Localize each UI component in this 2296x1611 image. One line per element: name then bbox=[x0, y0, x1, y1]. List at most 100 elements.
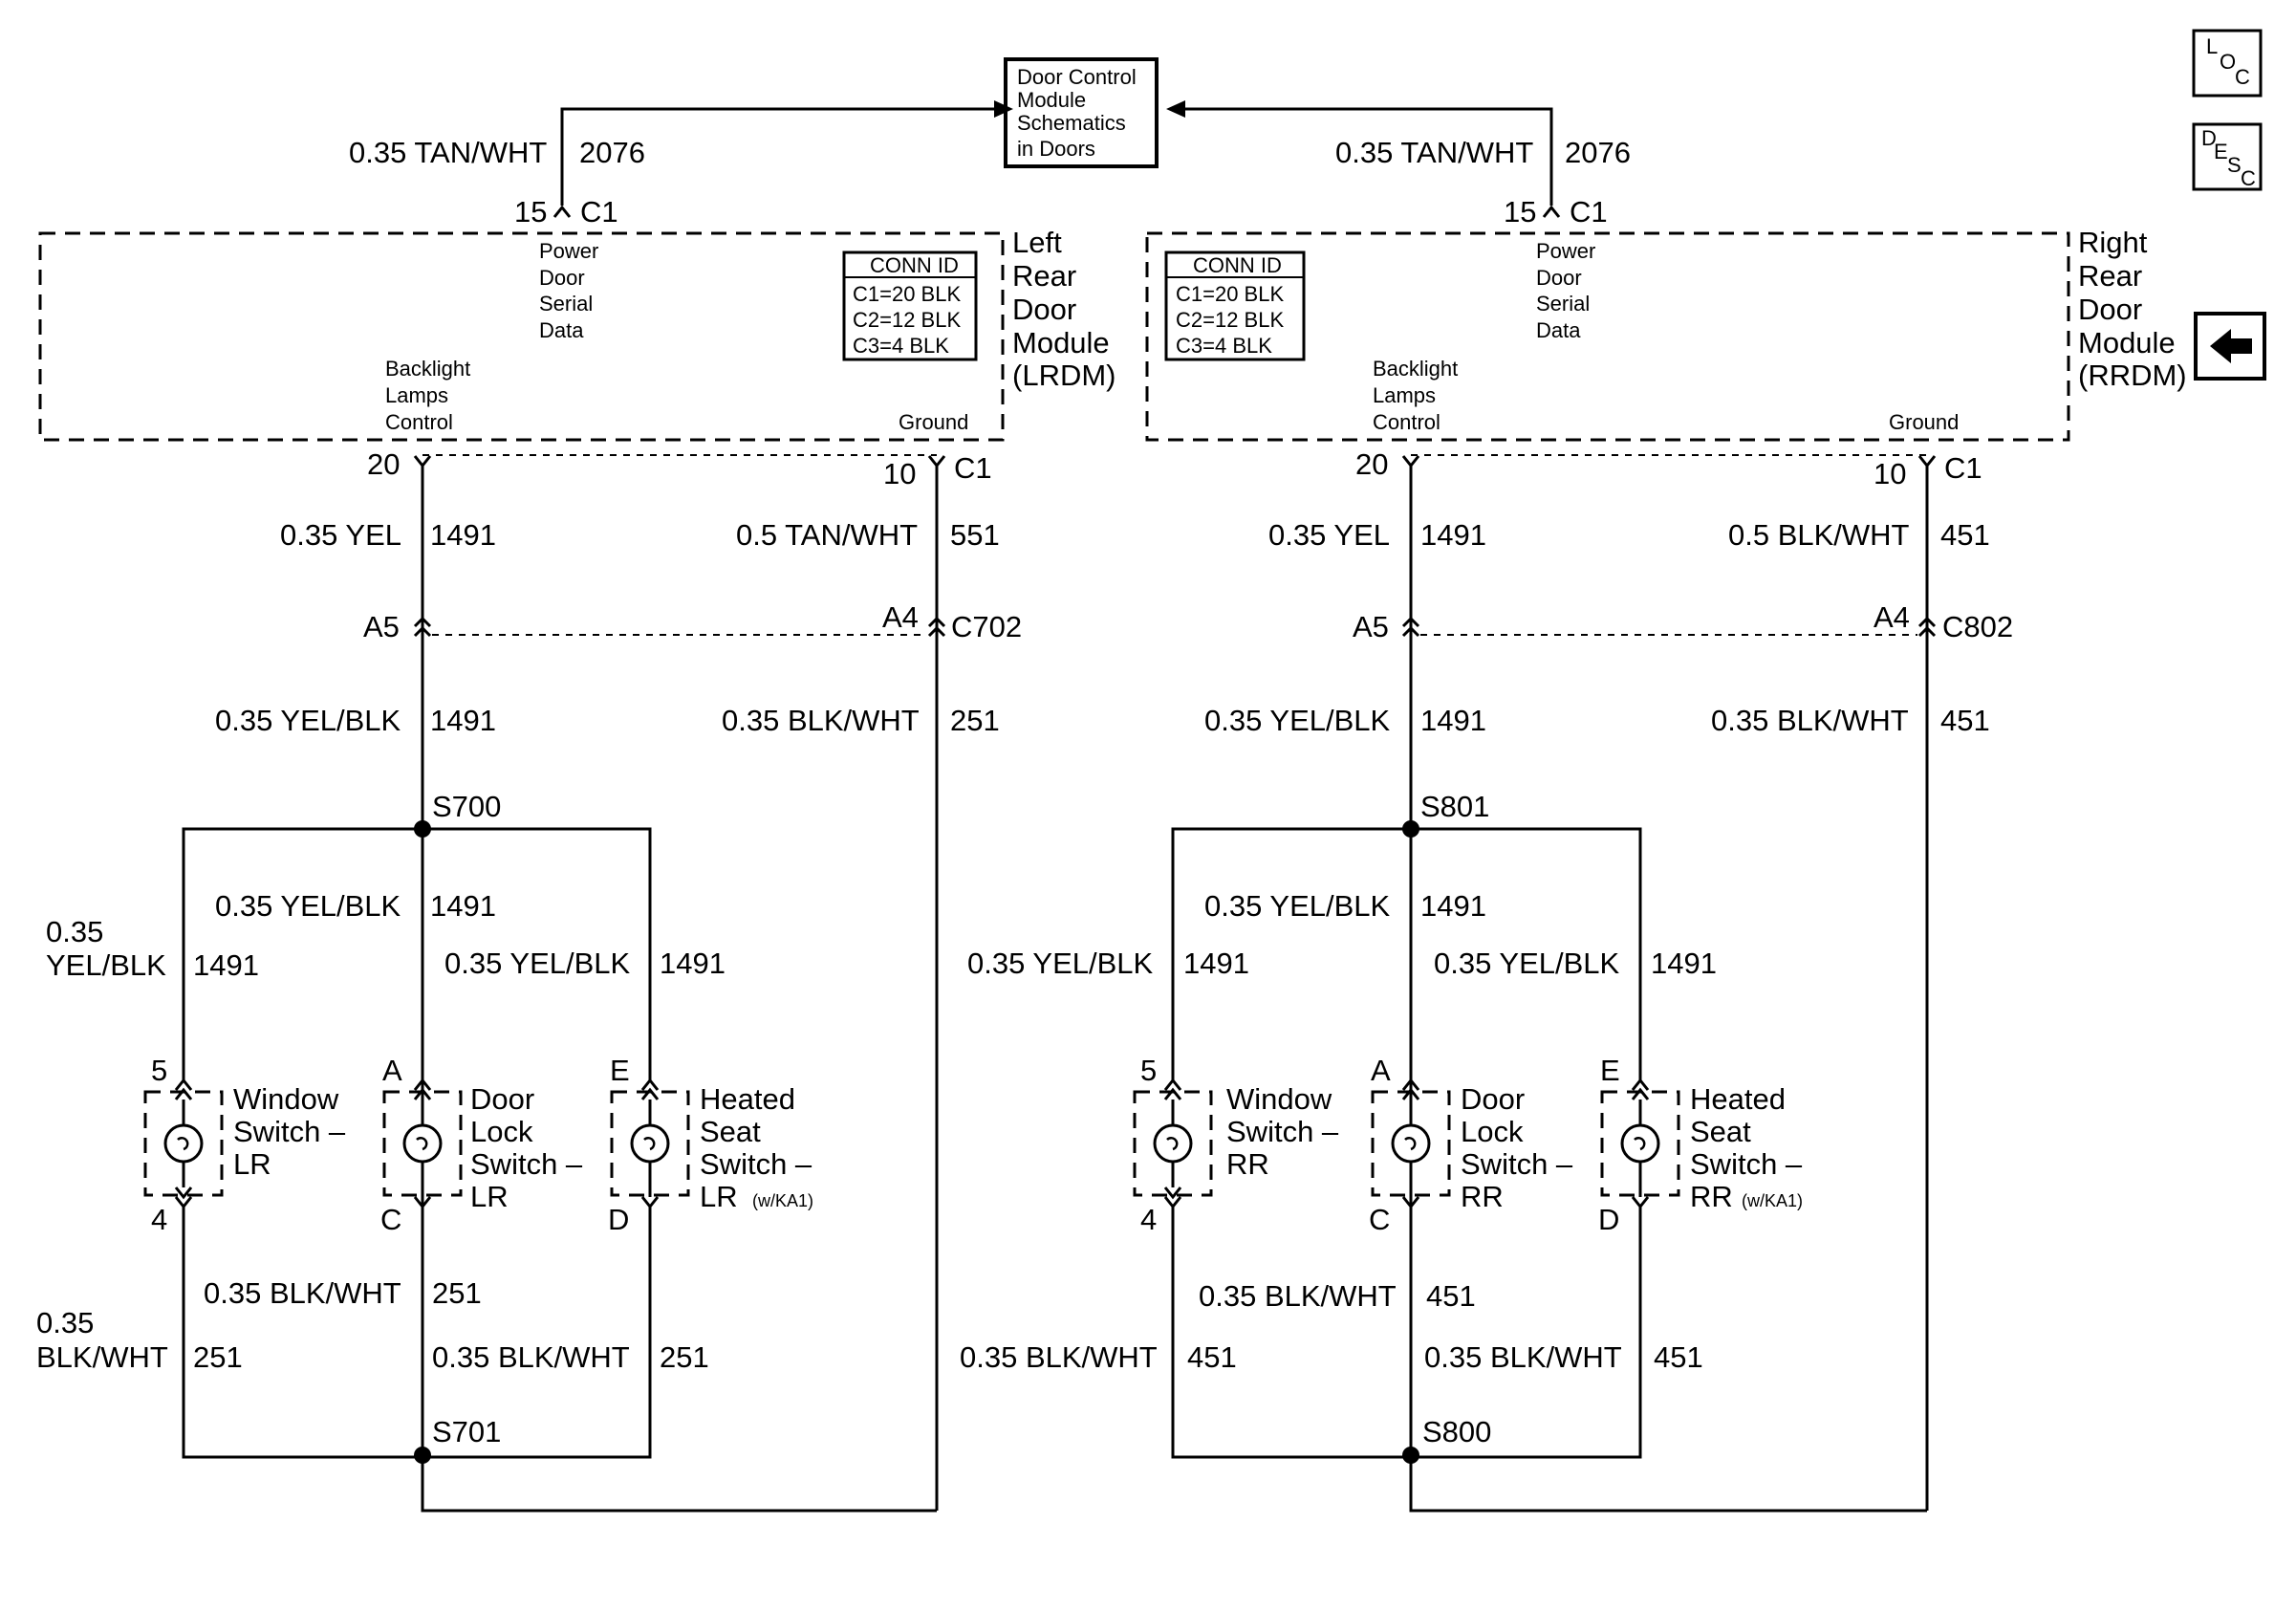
right-sw1-name-1: Window bbox=[1226, 1082, 1332, 1116]
right-sw1-pin-bottom: 4 bbox=[1140, 1203, 1157, 1236]
left-pin10-icon bbox=[927, 455, 946, 468]
right-wire-ground: 0.5 BLK/WHT bbox=[1728, 518, 1910, 552]
arrow-right-icon bbox=[994, 100, 1013, 118]
right-conn-id-row-2: C2=12 BLK bbox=[1176, 308, 1284, 332]
right-sw3-note: (w/KA1) bbox=[1742, 1191, 1803, 1210]
lamp-icon bbox=[630, 1123, 670, 1164]
left-sw2-name-3: Switch – bbox=[470, 1147, 583, 1181]
left-c1: C1 bbox=[954, 451, 992, 485]
right-circ-1491-b: 1491 bbox=[1420, 704, 1486, 737]
left-blc-3: Control bbox=[385, 410, 453, 434]
right-wire-yelblk-d: 0.35 YEL/BLK bbox=[1434, 947, 1620, 980]
dcm-line-1: Door Control bbox=[1017, 65, 1137, 89]
left-side-circuit: 0.35 TAN/WHT 2076 15 C1 Power Door Seria… bbox=[36, 100, 1116, 1513]
right-conn-id-row-1: C1=20 BLK bbox=[1176, 282, 1284, 306]
left-conn-id-table: CONN ID C1=20 BLK C2=12 BLK C3=4 BLK bbox=[842, 250, 978, 361]
right-sw1-name-2: Switch – bbox=[1226, 1115, 1339, 1148]
right-conn-id-title: CONN ID bbox=[1193, 253, 1282, 277]
right-top-conn: C1 bbox=[1570, 195, 1608, 229]
right-pin20-icon bbox=[1401, 455, 1420, 468]
right-top-pin-icon bbox=[1542, 205, 1561, 218]
desc-nav-icon[interactable]: D E S C bbox=[2192, 122, 2263, 191]
right-wire-yelblk-c: 0.35 YEL/BLK bbox=[967, 947, 1154, 980]
left-sw2-name-2: Lock bbox=[470, 1115, 533, 1148]
right-sw3-name-1: Heated bbox=[1690, 1082, 1786, 1116]
right-wire-blkwht-b: 0.35 BLK/WHT bbox=[1199, 1279, 1397, 1313]
right-wire-blkwht-c: 0.35 BLK/WHT bbox=[960, 1340, 1158, 1374]
left-door-lock-switch[interactable] bbox=[382, 1078, 463, 1209]
right-a4: A4 bbox=[1874, 600, 1910, 634]
left-conn-id-row-1: C1=20 BLK bbox=[853, 282, 961, 306]
left-ground-branch-1: 0.35 bbox=[36, 1306, 94, 1339]
right-pdsd-4: Data bbox=[1536, 318, 1581, 342]
right-splice-top: S801 bbox=[1420, 790, 1489, 823]
left-module-name-2: Rear bbox=[1012, 259, 1076, 293]
left-sw1-pin-bottom: 4 bbox=[151, 1203, 167, 1236]
right-door-lock-switch[interactable] bbox=[1371, 1078, 1451, 1209]
left-conn-id-row-2: C2=12 BLK bbox=[853, 308, 961, 332]
right-circ-ground2-d: 451 bbox=[1654, 1340, 1703, 1374]
left-sw2-pin-top: A bbox=[382, 1054, 402, 1087]
arrow-left-icon bbox=[1166, 100, 1185, 118]
left-sw1-name-1: Window bbox=[233, 1082, 339, 1116]
left-wire-blkwht-b: 0.35 BLK/WHT bbox=[204, 1276, 401, 1310]
right-window-switch[interactable] bbox=[1133, 1078, 1213, 1209]
left-heated-seat-switch[interactable] bbox=[610, 1078, 690, 1209]
right-module-name-3: Door bbox=[2078, 293, 2142, 326]
right-a5: A5 bbox=[1353, 610, 1389, 643]
right-circ-ground2-c: 451 bbox=[1187, 1340, 1237, 1374]
left-wire-blkwht-a: 0.35 BLK/WHT bbox=[722, 704, 920, 737]
right-wire-blkwht-d: 0.35 BLK/WHT bbox=[1424, 1340, 1622, 1374]
lamp-icon bbox=[402, 1123, 443, 1164]
left-a4-icon bbox=[927, 616, 946, 638]
lamp-icon bbox=[1620, 1123, 1660, 1164]
left-wire-blkwht-c: 0.35 BLK/WHT bbox=[432, 1340, 630, 1374]
right-sw2-name-2: Lock bbox=[1461, 1115, 1524, 1148]
right-ground-label: Ground bbox=[1889, 410, 1959, 434]
right-c1: C1 bbox=[1944, 451, 1982, 485]
right-sw3-name-3: Switch – bbox=[1690, 1147, 1803, 1181]
dcm-line-3: Schematics bbox=[1017, 111, 1126, 135]
loc-nav-icon[interactable]: L O C bbox=[2192, 29, 2263, 98]
right-sw3-name-2: Seat bbox=[1690, 1115, 1751, 1148]
right-rear-door-module-box[interactable] bbox=[1145, 231, 2070, 442]
left-splice-top: S700 bbox=[432, 790, 501, 823]
left-circ-1491-e: 1491 bbox=[660, 947, 726, 980]
right-module-name-2: Rear bbox=[2078, 259, 2142, 293]
desc-s: S bbox=[2227, 153, 2242, 177]
left-rear-door-module-box[interactable] bbox=[38, 231, 1005, 442]
right-top-pin: 15 bbox=[1504, 195, 1536, 229]
right-top-wire-label: 0.35 TAN/WHT bbox=[1335, 136, 1533, 169]
door-control-module-ref[interactable]: Door Control Module Schematics in Doors bbox=[1004, 57, 1159, 168]
left-a5: A5 bbox=[363, 610, 400, 643]
left-a4: A4 bbox=[882, 600, 919, 634]
left-circ-ground2-c: 251 bbox=[193, 1340, 243, 1374]
left-conn-id-row-3: C3=4 BLK bbox=[853, 334, 949, 358]
left-top-pin-icon bbox=[552, 205, 572, 218]
left-top-wire-label: 0.35 TAN/WHT bbox=[349, 136, 547, 169]
right-circ-ground: 451 bbox=[1940, 518, 1990, 552]
right-heated-seat-switch[interactable] bbox=[1600, 1078, 1680, 1209]
left-wire-yelblk-c: 0.35 YEL/BLK bbox=[444, 947, 631, 980]
desc-e: E bbox=[2214, 140, 2228, 163]
left-module-name-3: Door bbox=[1012, 293, 1076, 326]
right-circ-ground2-a: 451 bbox=[1940, 704, 1990, 737]
left-sw1-pin-top: 5 bbox=[151, 1054, 167, 1087]
left-blc-1: Backlight bbox=[385, 357, 470, 381]
desc-c: C bbox=[2241, 166, 2256, 190]
left-sw3-pin-top: E bbox=[610, 1054, 630, 1087]
left-wire-yelblk-b: 0.35 YEL/BLK bbox=[215, 889, 401, 923]
right-inline-conn: C802 bbox=[1942, 610, 2013, 643]
left-circ-ground2-a: 251 bbox=[950, 704, 1000, 737]
left-module-name-4: Module bbox=[1012, 326, 1110, 359]
left-a5-icon bbox=[413, 616, 432, 638]
left-sw3-name-2: Seat bbox=[700, 1115, 761, 1148]
arrow-left-icon[interactable] bbox=[2194, 312, 2266, 381]
left-sw2-name-4: LR bbox=[470, 1180, 509, 1213]
right-wire-yelblk-b: 0.35 YEL/BLK bbox=[1204, 889, 1391, 923]
right-sw2-pin-top: A bbox=[1371, 1054, 1391, 1087]
left-circ-1491-b: 1491 bbox=[430, 704, 496, 737]
right-module-name-4: Module bbox=[2078, 326, 2176, 359]
right-a5-icon bbox=[1401, 616, 1420, 638]
